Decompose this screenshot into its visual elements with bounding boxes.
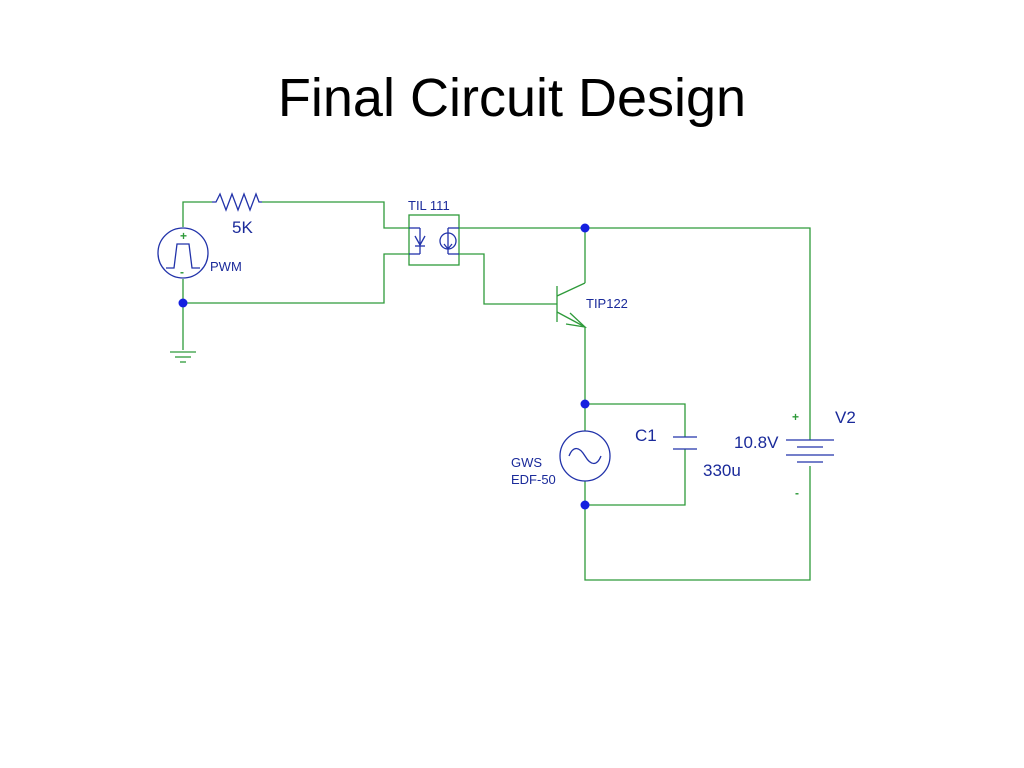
resistor-value-label: 5K <box>232 218 253 237</box>
wire-opto-to-pwm-minus <box>182 253 409 304</box>
transistor-tip122: TIP122 <box>556 282 628 328</box>
emitter-arrow-icon <box>565 312 587 328</box>
led-icon <box>414 228 426 254</box>
wire-cap-bottom <box>585 449 686 506</box>
motor-edf50: GWS EDF-50 <box>511 430 611 487</box>
junction-nodes <box>178 223 590 510</box>
optocoupler-til111: TIL 111 <box>408 198 460 266</box>
pwm-minus-label: - <box>180 265 184 279</box>
pulse-waveform-icon <box>166 243 200 269</box>
wire-opto-to-base <box>459 253 557 305</box>
battery-name-label: V2 <box>835 408 856 427</box>
optocoupler-name-label: TIL 111 <box>408 198 450 213</box>
node-dot <box>580 399 590 409</box>
capacitor-value-label: 330u <box>703 461 741 480</box>
motor-name-line2: EDF-50 <box>511 472 556 487</box>
transistor-name-label: TIP122 <box>586 296 628 311</box>
capacitor-c1: C1 330u <box>635 426 741 480</box>
wire-pwm-to-resistor <box>182 201 212 227</box>
wire-resistor-to-opto <box>262 201 409 229</box>
node-dot <box>580 500 590 510</box>
slide-title: Final Circuit Design <box>277 68 747 128</box>
motor-name-line1: GWS <box>511 455 542 470</box>
pwm-name-label: PWM <box>210 259 242 274</box>
pwm-plus-label: + <box>180 229 187 243</box>
battery-value-label: 10.8V <box>734 433 779 452</box>
node-dot <box>178 298 188 308</box>
battery-v2: + - V2 10.8V <box>734 408 856 500</box>
resistor-5k: 5K <box>212 192 262 237</box>
wire-top-rail <box>585 227 811 440</box>
node-dot <box>580 223 590 233</box>
phototransistor-icon <box>439 227 459 255</box>
ground-icon <box>170 351 196 363</box>
wire-bottom-return <box>584 466 811 581</box>
ac-wave-icon <box>568 447 602 465</box>
wires <box>182 201 811 581</box>
battery-plus-label: + <box>792 410 799 424</box>
capacitor-name-label: C1 <box>635 426 657 445</box>
battery-minus-label: - <box>795 486 799 500</box>
pwm-source: + - PWM <box>157 227 242 279</box>
wire-cap-top <box>585 403 686 437</box>
